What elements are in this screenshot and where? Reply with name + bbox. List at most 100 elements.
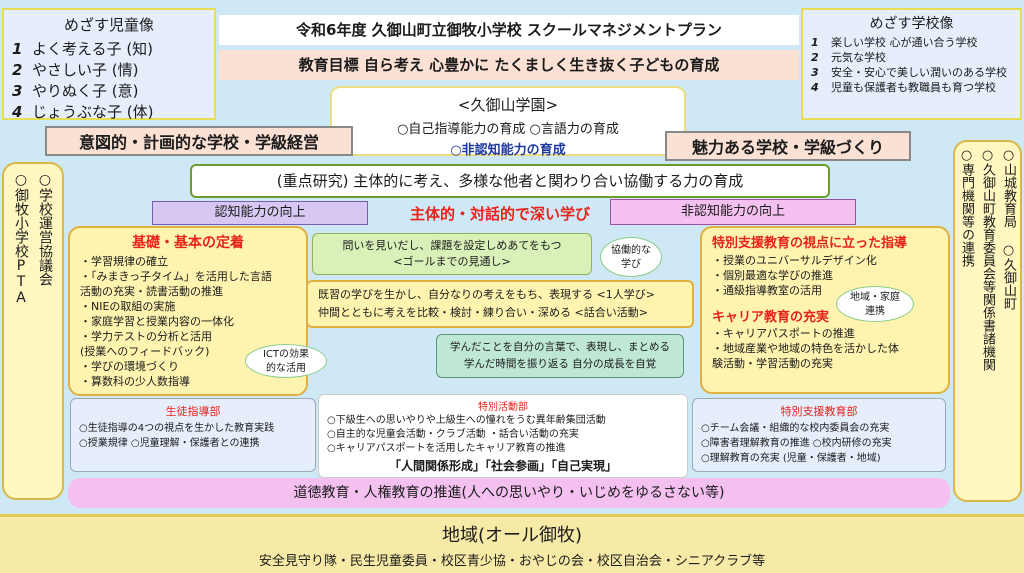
school-image-item-text: 楽しい学校 心が通い合う学校	[831, 36, 978, 49]
activities-heading: 特別活動部	[478, 402, 528, 413]
guidance-heading: 生徒指導部	[165, 405, 221, 418]
school-image-item-text: 児童も保護者も教職員も育つ学校	[831, 81, 996, 94]
child-image-item-text: じょうぶな子 (体)	[32, 103, 154, 121]
career-item: ・キャリアパスポートの推進	[712, 327, 855, 340]
child-image-item-number: 4	[12, 103, 23, 121]
school-image-item-number: 3	[811, 66, 819, 79]
child-image-heading: めざす児童像	[63, 16, 154, 34]
support-dept-item: ○理解教育の充実 (児童・保護者・地域)	[701, 453, 881, 464]
center-box-3: 学んだことを自分の言葉で、表現し、まとめる 学んだ時間を振り返る 自分の成長を自…	[436, 334, 684, 378]
basics-item: ・「みまきっ子タイム」を活用した言語	[80, 270, 272, 283]
left-vertical-panel: ○学校運営協議会 ○御牧小学校PTA	[2, 162, 64, 500]
basics-box: 基礎・基本の定着 ・学習規律の確立・「みまきっ子タイム」を活用した言語 活動の充…	[68, 226, 308, 396]
activities-item: ○下級生への思いやりや上級生への憧れをうむ異年齢集団活動	[327, 415, 606, 426]
child-image-item: 2 やさしい子 (情)	[12, 60, 206, 81]
community-bubble-line1: 地域・家庭	[850, 292, 900, 303]
center-box-2: 既習の学びを生かし、自分なりの考えをもち、表現する <1人学び> 仲間とともに考…	[306, 280, 694, 328]
school-image-item-text: 元気な学校	[831, 51, 886, 64]
child-image-item-text: やさしい子 (情)	[32, 61, 139, 79]
collab-bubble-line1: 協働的な	[611, 245, 651, 256]
basics-heading: 基礎・基本の定着	[132, 235, 244, 251]
school-image-item-number: 1	[811, 36, 819, 49]
center-box-1-line2: <ゴールまでの見通し>	[393, 255, 511, 268]
activities-dept: 特別活動部 ○下級生への思いやりや上級生への憧れをうむ異年齢集団活動○自主的な児…	[318, 394, 688, 478]
center-box-2-line1: 既習の学びを生かし、自分なりの考えをもち、表現する <1人学び>	[318, 288, 655, 301]
child-image-item-text: やりぬく子 (意)	[32, 82, 139, 100]
basics-item: ・学力テストの分析と活用	[80, 330, 212, 343]
basics-list: ・学習規律の確立・「みまきっ子タイム」を活用した言語 活動の充実・読書活動の推進…	[80, 254, 296, 389]
collab-bubble-line2: 学び	[621, 259, 641, 270]
school-image-item: 2 元気な学校	[811, 50, 1012, 65]
support-dept-item: ○障害者理解教育の推進 ○校内研修の充実	[701, 438, 892, 449]
deep-learning-label: 主体的・対話的で深い学び	[409, 205, 590, 223]
support-dept-item: ○チーム会議・組織的な校内委員会の充実	[701, 423, 890, 434]
school-image-item-number: 4	[811, 81, 819, 94]
left-vertical-1: ○学校運営協議会	[37, 172, 53, 286]
ict-bubble-line1: ICTの効果	[262, 349, 310, 360]
career-heading: キャリア教育の充実	[712, 310, 830, 325]
special-support-heading: 特別支援教育の視点に立った指導	[712, 236, 908, 251]
guidance-item: ○生徒指導の4つの視点を生かした教育実践	[79, 423, 275, 434]
school-image-heading: めざす学校像	[869, 16, 954, 32]
page-title: 令和6年度 久御山町立御牧小学校 スクールマネジメントプラン	[219, 15, 799, 45]
support-dept: 特別支援教育部 ○チーム会議・組織的な校内委員会の充実○障害者理解教育の推進 ○…	[692, 398, 946, 472]
education-goal: 教育目標 自ら考え 心豊かに たくましく生き抜く子どもの育成	[219, 50, 799, 80]
career-item: 験活動・学習活動の充実	[712, 357, 833, 370]
basics-item: 活動の充実・読書活動の推進	[80, 285, 223, 298]
guidance-list: ○生徒指導の4つの視点を生かした教育実践 ○授業規律 ○児童理解・保護者との連携	[79, 421, 307, 451]
cognitive-label: 認知能力の向上	[152, 201, 368, 225]
school-image-item-text: 安全・安心で美しい潤いのある学校	[831, 66, 1007, 79]
right-vertical-3: ○山城教育局 ○久御山町	[1001, 148, 1016, 310]
career-list: ・キャリアパスポートの推進・地域産業や地域の特色を活かした体 験活動・学習活動の…	[712, 326, 938, 371]
research-theme: (重点研究) 主体的に考え、多様な他者と関わり合い協働する力の育成	[190, 164, 830, 198]
right-banner: 魅力ある学校・学級づくり	[665, 131, 911, 161]
support-dept-list: ○チーム会議・組織的な校内委員会の充実 ○障害者理解教育の推進 ○校内研修の充実 ○…	[701, 421, 937, 466]
school-image-item: 3 安全・安心で美しい潤いのある学校	[811, 65, 1012, 80]
community-bubble: 地域・家庭 連携	[836, 286, 914, 322]
center-box-2-line2: 仲間とともに考えを比較・検討・練り合い・深める <話合い活動>	[318, 306, 648, 319]
guidance-item: ○授業規律 ○児童理解・保護者との連携	[79, 438, 260, 449]
noncognitive-label: 非認知能力の向上	[610, 199, 856, 225]
center-box-3-line1: 学んだことを自分の言葉で、表現し、まとめる	[449, 341, 671, 353]
basics-item: ・算数科の少人数指導	[80, 375, 190, 388]
school-image-item-number: 2	[811, 51, 819, 64]
child-image-item-number: 3	[12, 82, 23, 100]
right-vertical-2: ○久御山町教育委員会等関係書諸機関	[980, 148, 995, 371]
child-image-item-number: 2	[12, 61, 23, 79]
basics-item: ・NIEの取組の実施	[80, 300, 176, 313]
gakuen-line2: ○非認知能力の育成	[450, 143, 566, 158]
gakuen-line1: ○自己指導能力の育成 ○言語力の育成	[397, 122, 619, 137]
school-image-item: 4 児童も保護者も教職員も育つ学校	[811, 80, 1012, 95]
basics-item: ・学びの環境づくり	[80, 360, 179, 373]
child-image-item-number: 1	[12, 40, 23, 58]
ict-bubble-line2: 的な活用	[266, 363, 306, 374]
activities-item: ○キャリアパスポートを活用したキャリア教育の推進	[327, 443, 566, 454]
center-box-1: 問いを見いだし、課題を設定しめあてをもつ <ゴールまでの見通し>	[312, 233, 592, 275]
special-support-item: ・個別最適な学びの推進	[712, 269, 833, 282]
basics-item: ・家庭学習と授業内容の一体化	[80, 315, 234, 328]
center-box-1-line1: 問いを見いだし、課題を設定しめあてをもつ	[342, 239, 562, 252]
community-text: 安全見守り隊・民生児童委員・校区青少協・おやじの会・校区自治会・シニアクラブ等	[258, 554, 766, 569]
community-bubble-line2: 連携	[865, 306, 885, 317]
child-image-item: 4 じょうぶな子 (体)	[12, 102, 206, 123]
special-support-list: ・授業のユニバーサルデザイン化・個別最適な学びの推進・通級指導教室の活用	[712, 253, 938, 298]
school-image-box: めざす学校像 1 楽しい学校 心が通い合う学校 2 元気な学校 3 安全・安心で美しい潤い…	[801, 8, 1022, 120]
community-title: 地域(オール御牧)	[441, 525, 583, 546]
activities-footer: 「人間関係形成」「社会参画」「自己実現」	[388, 459, 617, 473]
career-item: ・地域産業や地域の特色を活かした体	[712, 342, 899, 355]
gakuen-title: <久御山学園>	[457, 96, 559, 114]
center-box-3-line2: 学んだ時間を振り返る 自分の成長を自覚	[463, 358, 657, 370]
right-vertical-panel: ○山城教育局 ○久御山町 ○久御山町教育委員会等関係書諸機関 ○専門機関等の連携	[953, 140, 1022, 502]
school-image-item: 1 楽しい学校 心が通い合う学校	[811, 35, 1012, 50]
basics-item: (授業へのフィードバック)	[80, 345, 210, 358]
activities-list: ○下級生への思いやりや上級生への憧れをうむ異年齢集団活動○自主的な児童会活動・ク…	[327, 414, 679, 456]
guidance-dept: 生徒指導部 ○生徒指導の4つの視点を生かした教育実践 ○授業規律 ○児童理解・保護…	[70, 398, 316, 472]
collaborative-bubble: 協働的な 学び	[600, 237, 662, 277]
basics-item: ・学習規律の確立	[80, 255, 168, 268]
left-vertical-2: ○御牧小学校PTA	[13, 172, 29, 306]
